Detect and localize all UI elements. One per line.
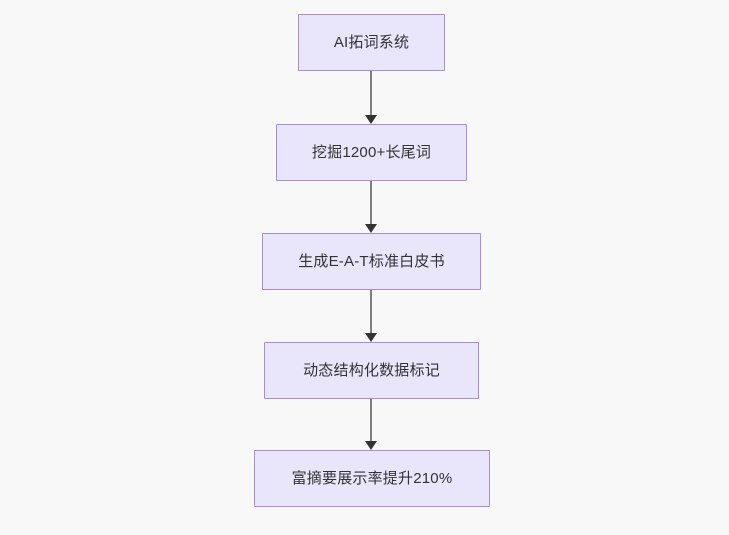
flowchart-node-2[interactable]: 挖掘1200+长尾词 — [276, 124, 467, 181]
edge-line — [370, 71, 372, 115]
arrowhead-down-icon — [365, 333, 377, 342]
arrowhead-down-icon — [365, 115, 377, 124]
arrowhead-down-icon — [365, 224, 377, 233]
edge-line — [370, 399, 372, 441]
flowchart-node-5[interactable]: 富摘要展示率提升210% — [254, 450, 490, 507]
flowchart-node-2-label: 挖掘1200+长尾词 — [311, 144, 432, 161]
flowchart-edge-4 — [361, 399, 381, 450]
flowchart-node-1-label: AI拓词系统 — [333, 34, 410, 51]
arrowhead-down-icon — [365, 441, 377, 450]
flowchart-node-3-label: 生成E-A-T标准白皮书 — [298, 253, 445, 270]
flowchart-node-1[interactable]: AI拓词系统 — [298, 14, 445, 71]
flowchart-node-4-label: 动态结构化数据标记 — [303, 362, 440, 379]
edge-line — [370, 290, 372, 333]
flowchart-node-4[interactable]: 动态结构化数据标记 — [264, 342, 479, 399]
flowchart-edge-1 — [361, 71, 381, 124]
flowchart-node-3[interactable]: 生成E-A-T标准白皮书 — [262, 233, 481, 290]
edge-line — [370, 181, 372, 224]
flowchart-node-5-label: 富摘要展示率提升210% — [291, 470, 453, 487]
flowchart-edge-3 — [361, 290, 381, 342]
flowchart-edge-2 — [361, 181, 381, 233]
